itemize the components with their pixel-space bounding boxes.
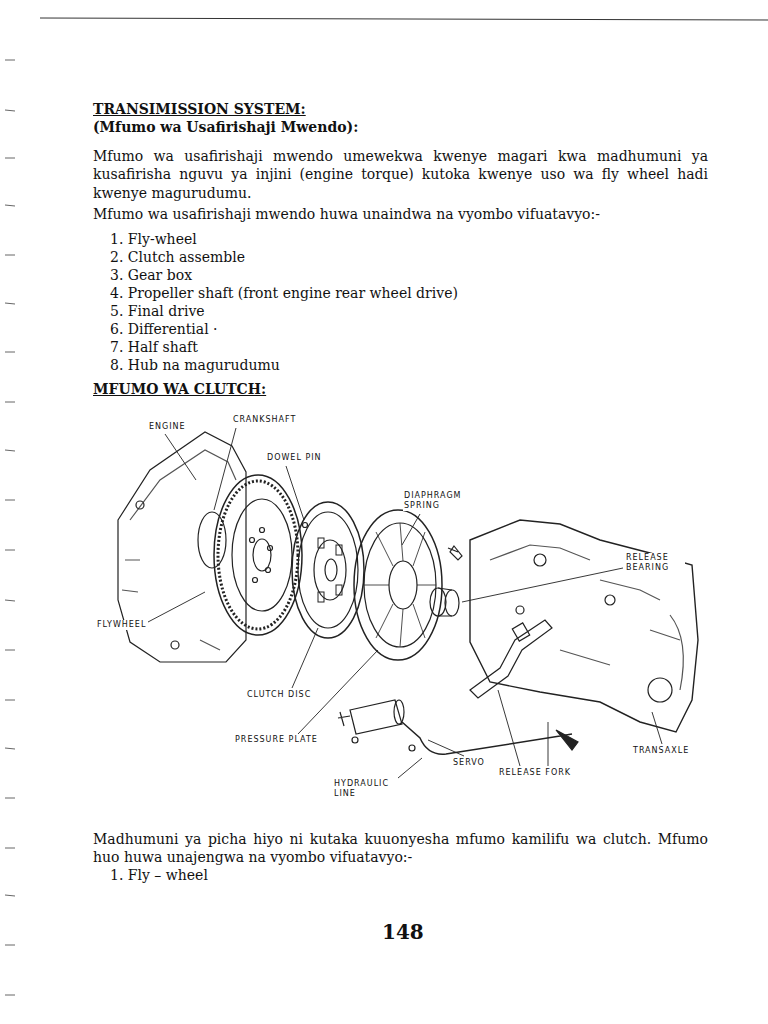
sub-heading: (Mfumo wa Usafirishaji Mwendo): — [93, 118, 358, 136]
part-label: SERVO — [452, 758, 486, 768]
list-item: 4. Propeller shaft (front engine rear wh… — [110, 284, 458, 302]
list-item: 5. Final drive — [110, 302, 205, 320]
body-paragraph: Mfumo wa usafirishaji mwendo huwa unaind… — [93, 205, 600, 223]
list-item: 2. Clutch assemble — [110, 248, 245, 266]
section-heading: MFUMO WA CLUTCH: — [93, 380, 266, 398]
page-number: 148 — [382, 920, 424, 944]
list-item: 8. Hub na magurudumu — [110, 356, 280, 374]
list-item: 1. Fly – wheel — [110, 866, 208, 884]
part-label: CRANKSHAFT — [232, 415, 297, 425]
part-label: ENGINE — [148, 422, 187, 432]
part-label: RELEASE BEARING — [625, 553, 685, 573]
part-label: TRANSAXLE — [632, 746, 690, 756]
part-label: FLYWHEEL — [96, 620, 147, 630]
part-label: CLUTCH DISC — [246, 690, 312, 700]
body-paragraph: Madhumuni ya picha hiyo ni kutaka kuuony… — [93, 830, 708, 867]
page-heading: TRANSIMISSION SYSTEM: — [93, 100, 306, 118]
list-item: 1. Fly-wheel — [110, 230, 197, 248]
part-label: DIAPHRAGM SPRING — [403, 491, 469, 511]
part-label: RELEASE FORK — [498, 768, 572, 778]
part-label: PRESSURE PLATE — [234, 735, 319, 745]
list-item: 6. Differential · — [110, 320, 218, 338]
part-label: HYDRAULIC LINE — [333, 779, 397, 799]
list-item: 3. Gear box — [110, 266, 192, 284]
part-label: DOWEL PIN — [266, 453, 323, 463]
list-item: 7. Half shaft — [110, 338, 198, 356]
body-paragraph: Mfumo wa usafirishaji mwendo umewekwa kw… — [93, 147, 708, 202]
